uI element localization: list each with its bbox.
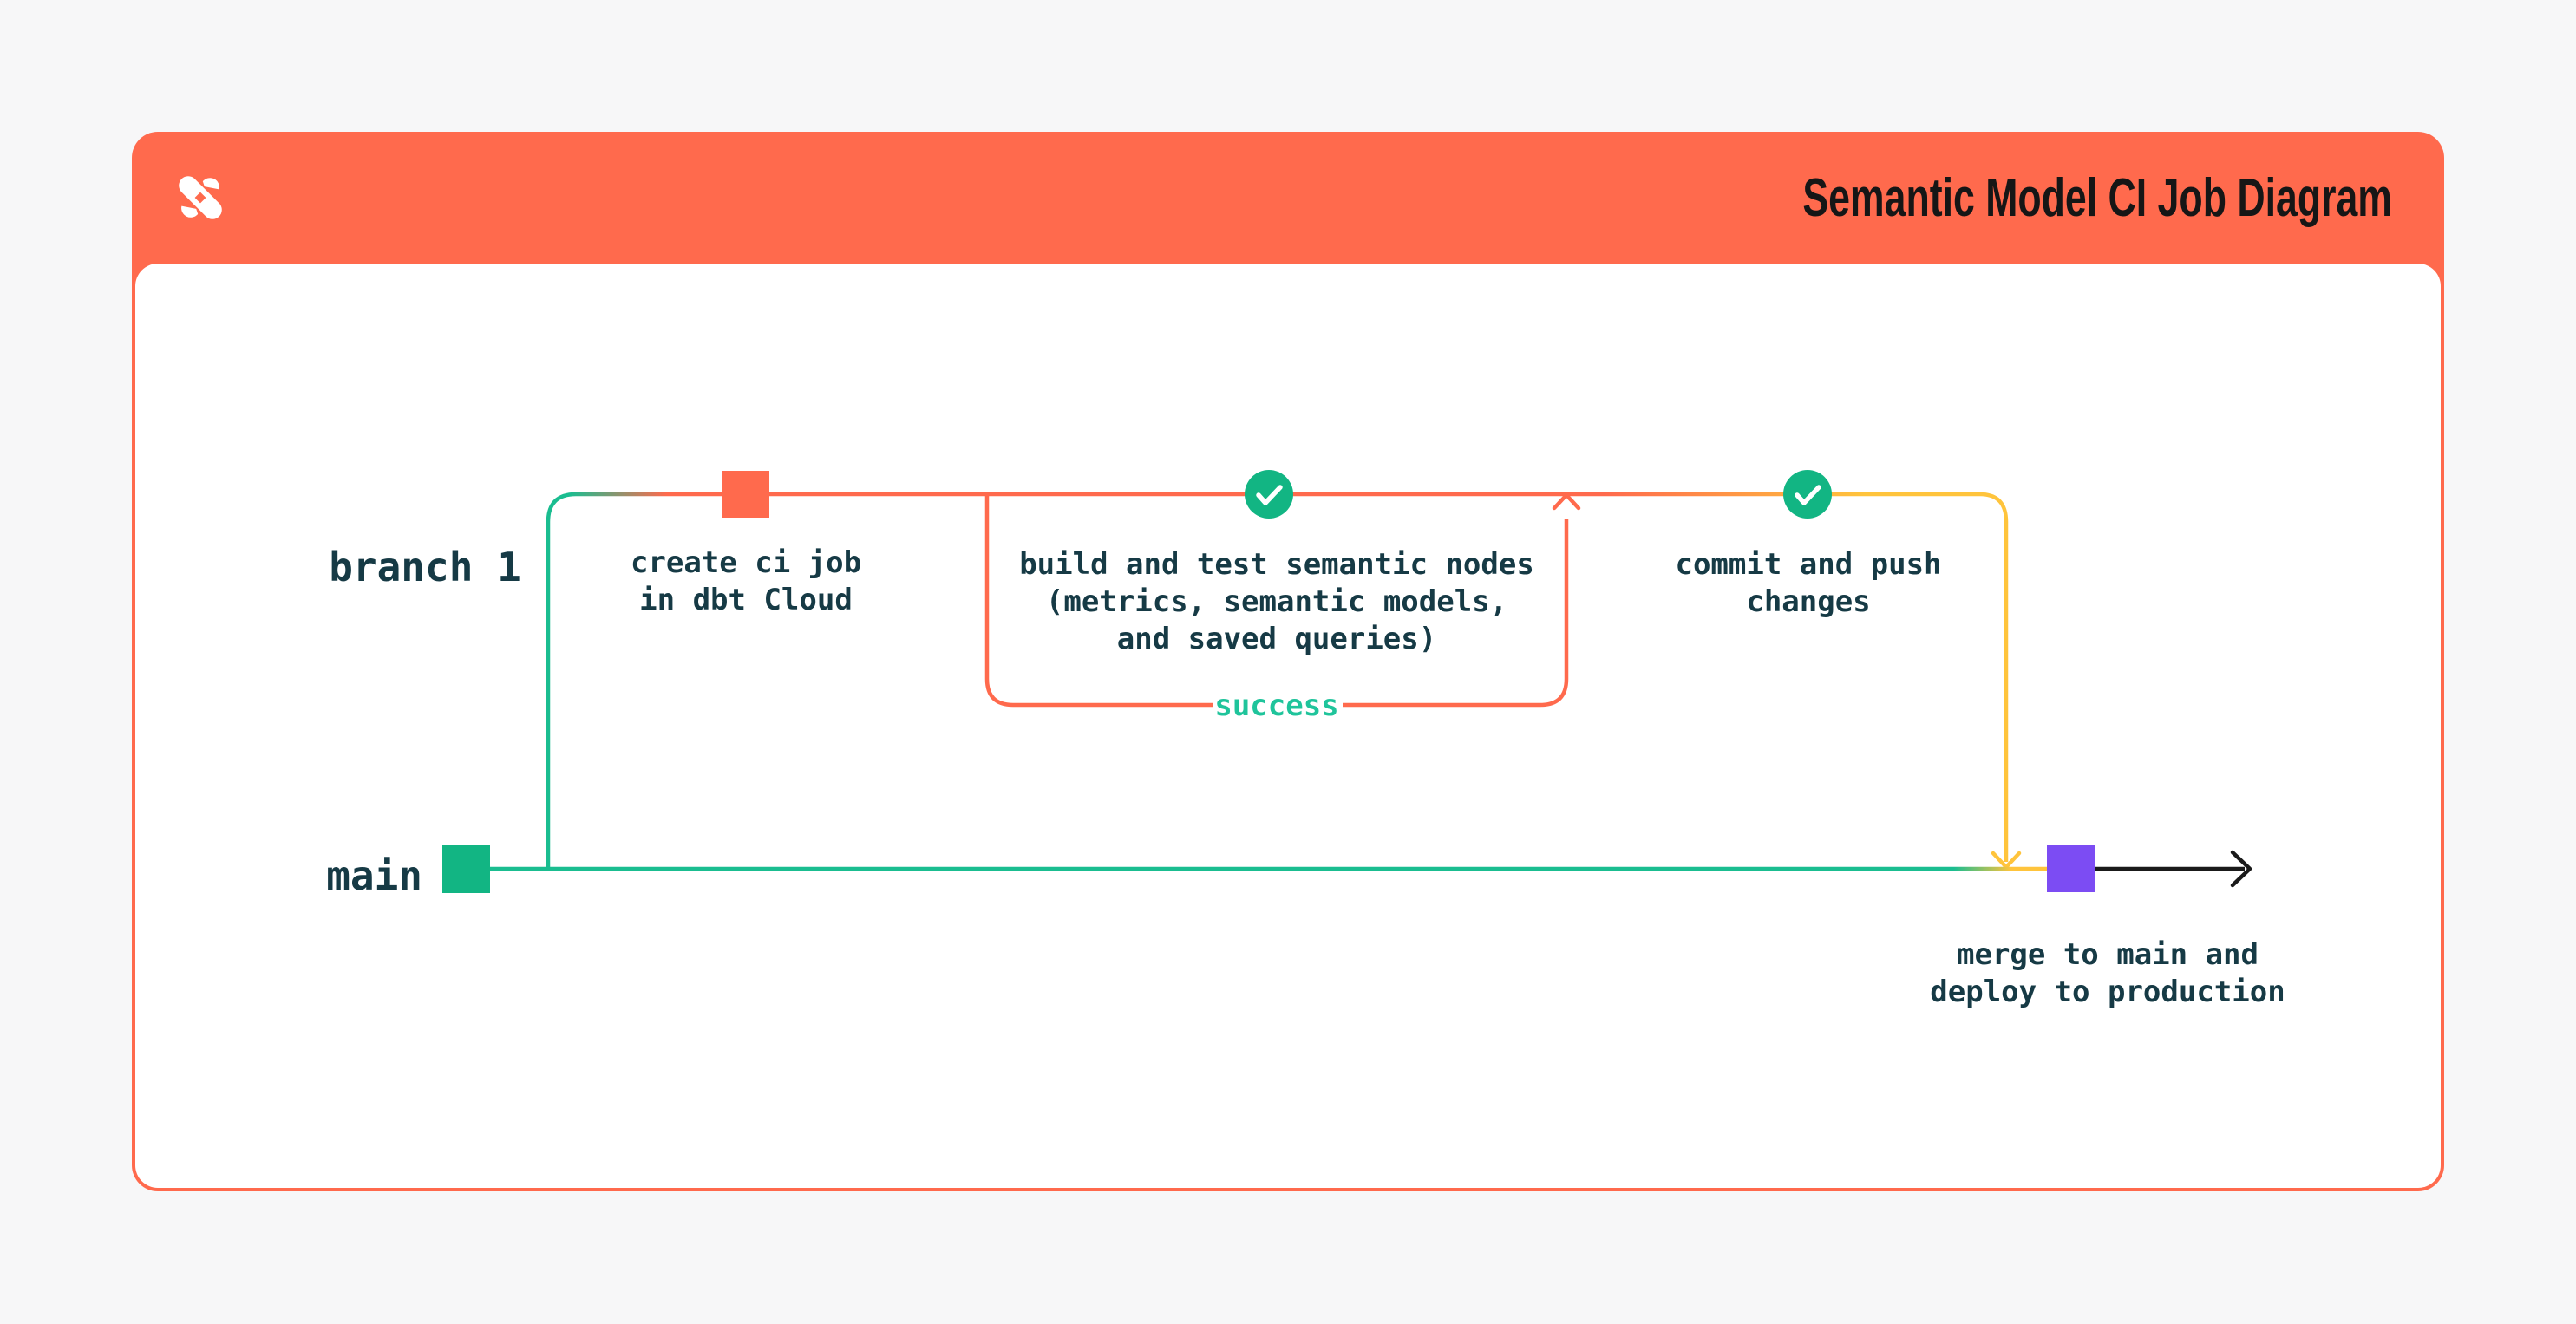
success-label: success bbox=[1214, 688, 1338, 723]
check-mark-icon bbox=[1256, 485, 1283, 505]
card-body bbox=[135, 264, 2441, 1188]
commit-push-label-line2: changes bbox=[1746, 584, 1870, 619]
merge-node bbox=[2047, 845, 2095, 892]
build-test-label-line2: (metrics, semantic models, bbox=[1046, 584, 1507, 619]
dbt-logo-icon bbox=[179, 176, 222, 219]
merge-label-line1: merge to main and bbox=[1957, 937, 2259, 972]
branch-label: branch 1 bbox=[329, 544, 521, 590]
branch-line-end bbox=[769, 492, 2009, 862]
commit-push-check-icon bbox=[1783, 470, 1832, 519]
main-label: main bbox=[326, 852, 422, 899]
branch-line-start bbox=[546, 492, 722, 869]
card-header: Semantic Model CI Job Diagram bbox=[132, 132, 2444, 264]
success-loop-left bbox=[984, 496, 1213, 708]
create-ci-job-label-line2: in dbt Cloud bbox=[639, 583, 853, 617]
diagram-card: Semantic Model CI Job Diagram bbox=[132, 132, 2444, 1191]
create-ci-job-label-line1: create ci job bbox=[631, 545, 861, 580]
build-test-label-line3: and saved queries) bbox=[1117, 622, 1436, 656]
production-arrowhead-icon bbox=[2230, 850, 2252, 888]
create-ci-job-node bbox=[722, 471, 769, 518]
success-loop-right bbox=[1343, 519, 1569, 708]
commit-push-label-line1: commit and push bbox=[1675, 547, 1941, 582]
merge-label-line2: deploy to production bbox=[1930, 975, 2285, 1009]
build-test-check-icon bbox=[1245, 470, 1293, 519]
success-loop-arrowhead-icon bbox=[1552, 492, 1581, 511]
check-mark-icon bbox=[1795, 485, 1821, 505]
main-start-node bbox=[442, 845, 490, 893]
page-title: Semantic Model CI Job Diagram bbox=[1802, 167, 2392, 228]
build-test-label-line1: build and test semantic nodes bbox=[1019, 547, 1534, 582]
